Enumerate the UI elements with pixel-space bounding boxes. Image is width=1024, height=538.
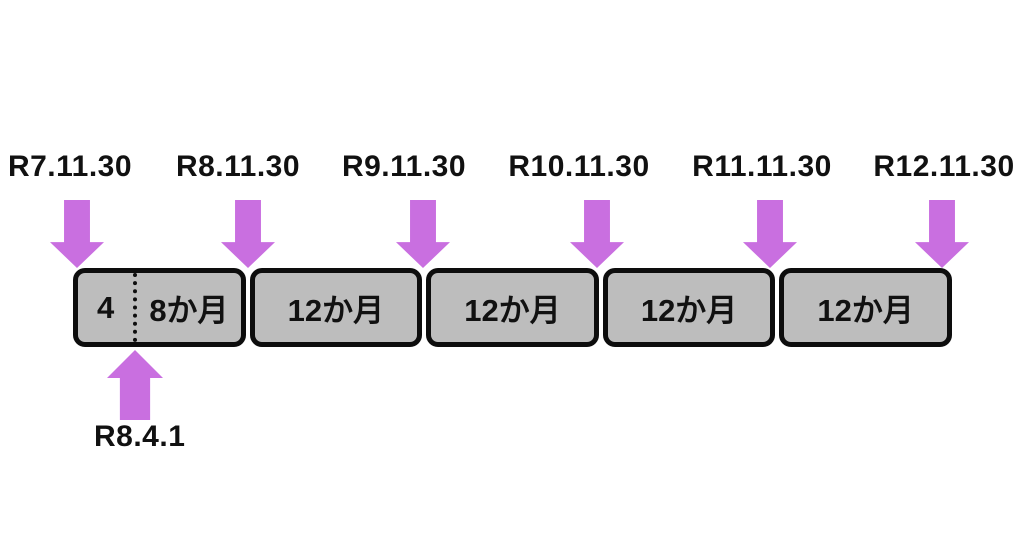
down-arrow-icon xyxy=(743,200,797,268)
date-label-r7-11-30: R7.11.30 xyxy=(7,150,133,183)
date-label-r10-11-30: R10.11.30 xyxy=(508,150,650,183)
up-arrow-icon xyxy=(107,350,163,420)
timeline-box-12-months: 12か月 xyxy=(779,268,952,347)
dotted-divider xyxy=(133,273,138,342)
timeline-box-first-year: 4 8か月 xyxy=(73,268,246,347)
down-arrow-icon xyxy=(50,200,104,268)
date-label-r11-11-30: R11.11.30 xyxy=(692,150,832,183)
start-date-label: R8.4.1 xyxy=(94,420,186,453)
first-box-left-segment: 4 xyxy=(97,289,115,325)
date-label-r12-11-30: R12.11.30 xyxy=(873,150,1015,183)
down-arrow-icon xyxy=(221,200,275,268)
timeline-box-12-months: 12か月 xyxy=(426,268,599,347)
first-box-right-segment: 8か月 xyxy=(149,293,229,328)
down-arrow-icon xyxy=(915,200,969,268)
down-arrow-icon xyxy=(570,200,624,268)
timeline-box-12-months: 12か月 xyxy=(602,268,776,347)
timeline-bar: 4 8か月 12か月 12か月 12か月 12か月 xyxy=(73,268,952,347)
timeline-box-12-months: 12か月 xyxy=(249,268,423,347)
down-arrow-icon xyxy=(396,200,450,268)
date-label-r9-11-30: R9.11.30 xyxy=(341,150,467,183)
date-label-r8-11-30: R8.11.30 xyxy=(175,150,301,183)
